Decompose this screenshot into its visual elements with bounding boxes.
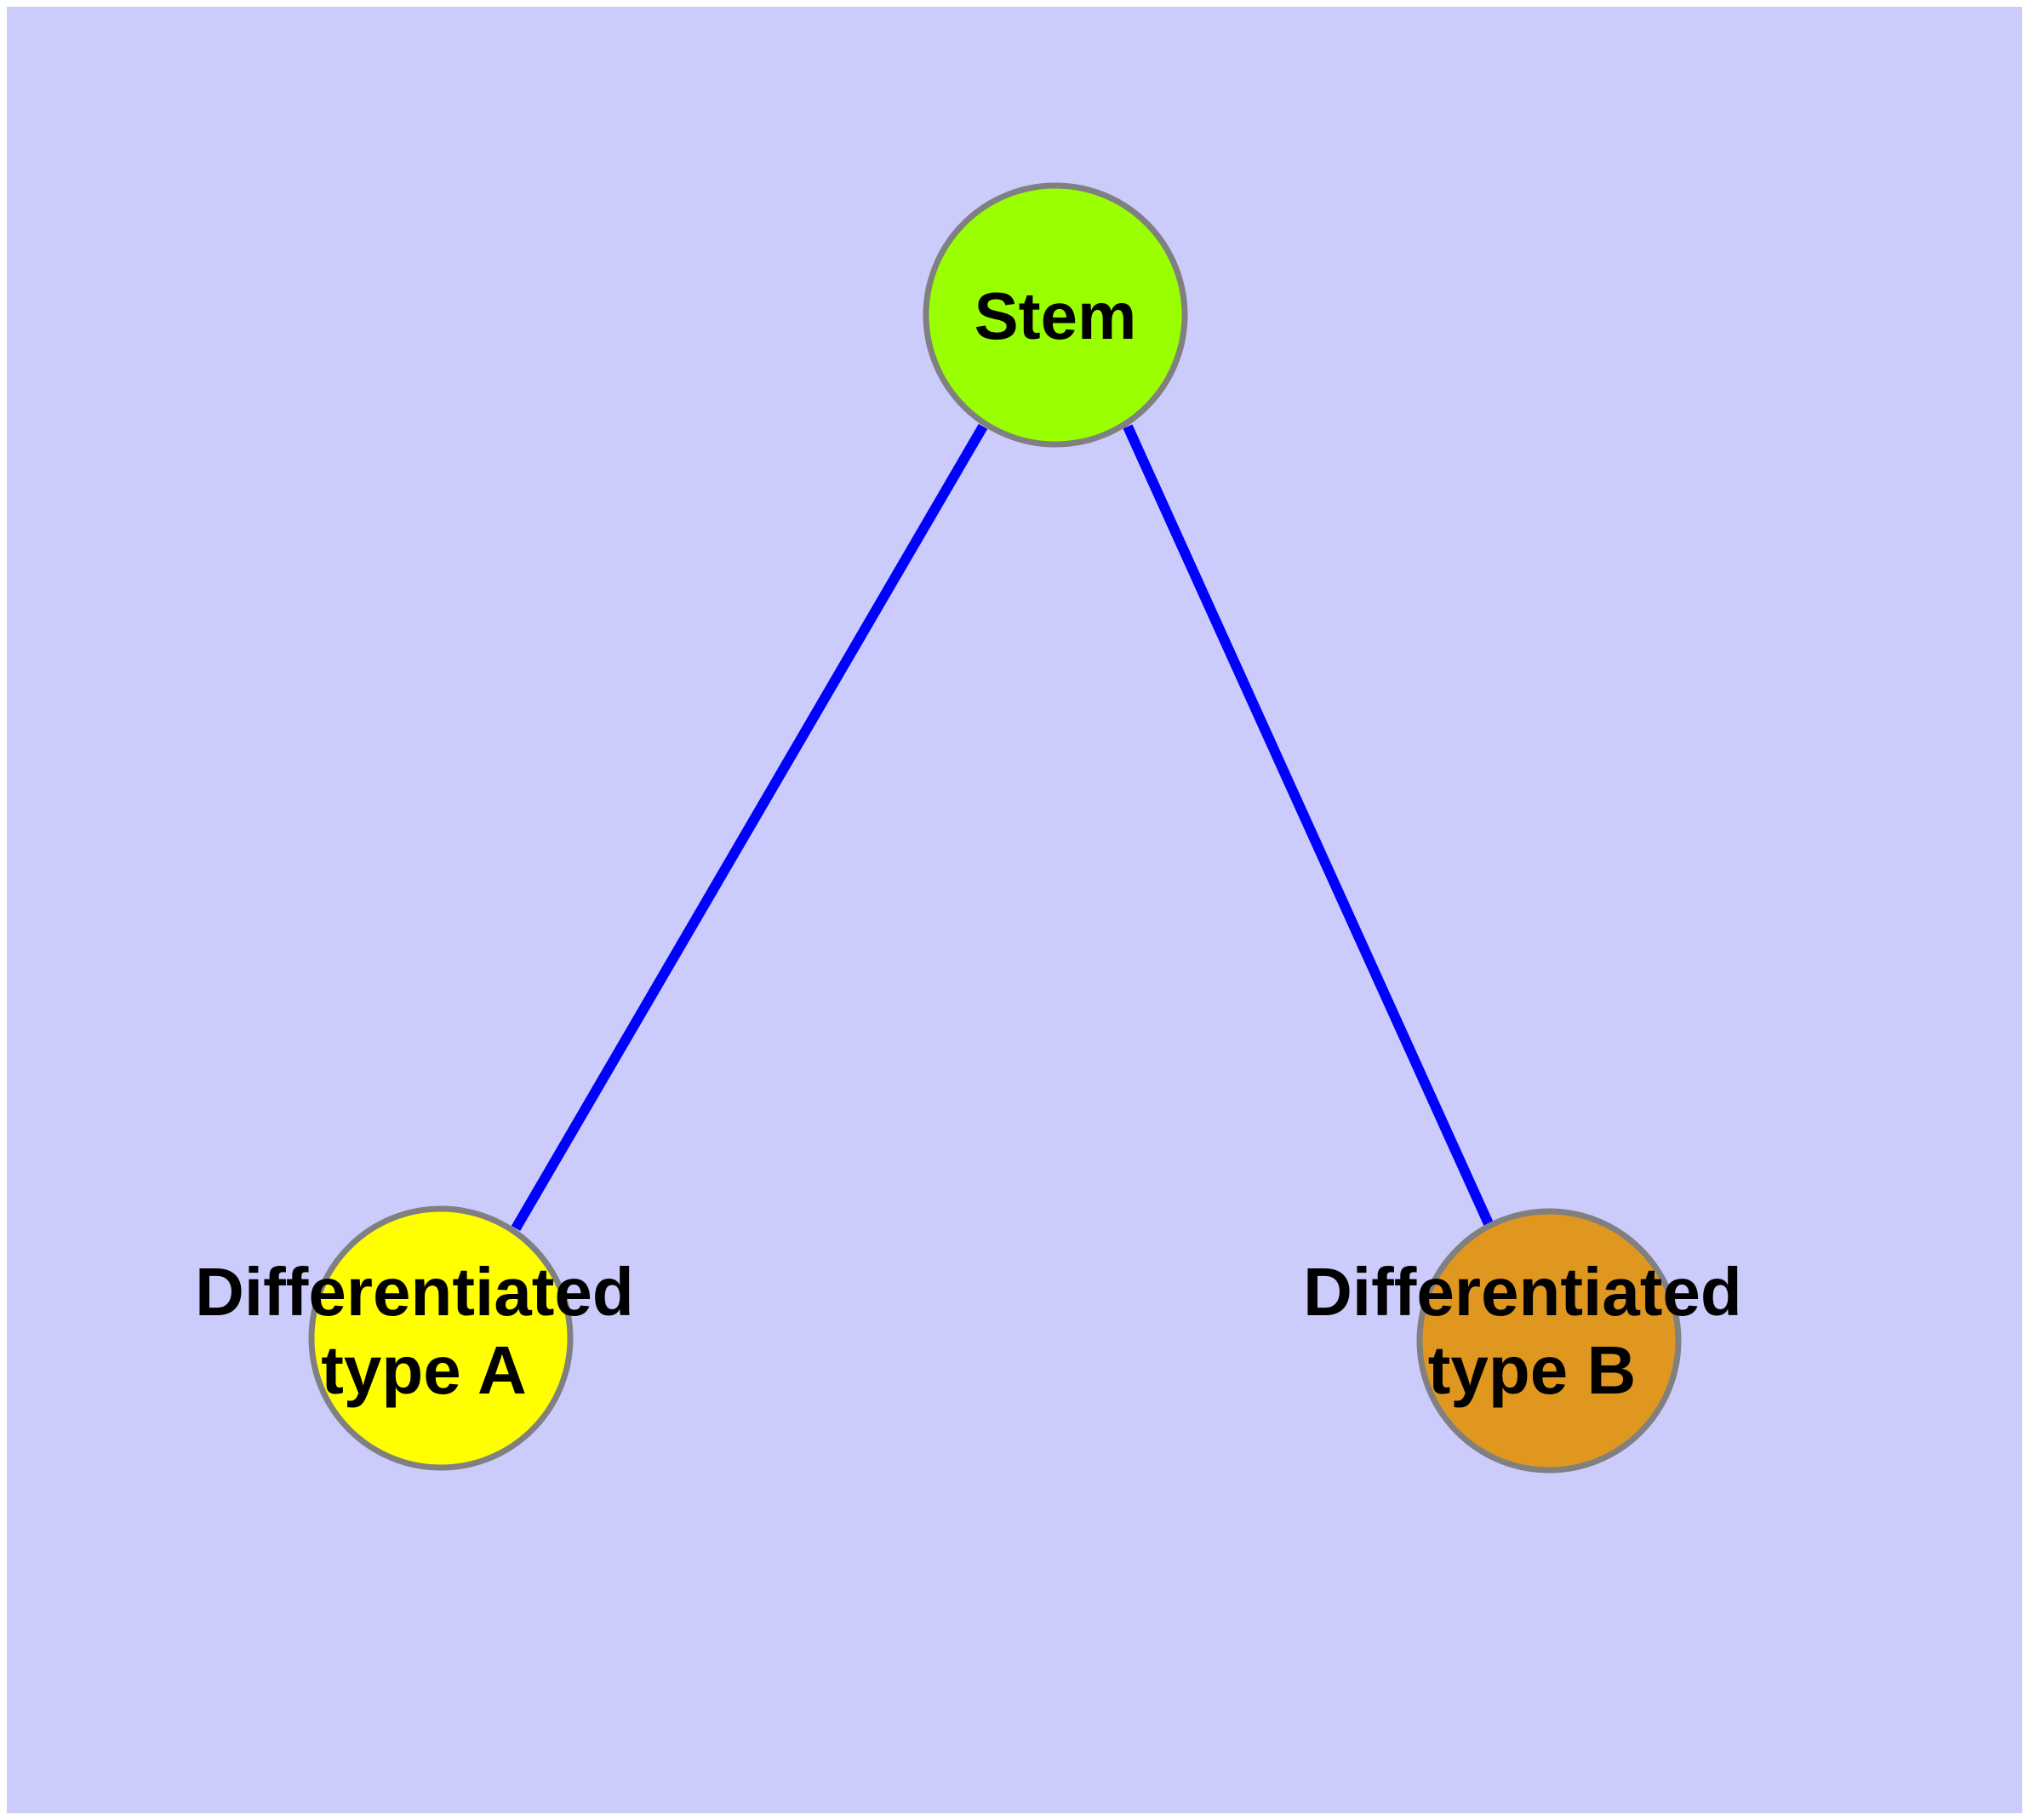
node-differentiated-type-b-circle[interactable] — [1416, 1208, 1682, 1474]
node-differentiated-type-b-label: Differentiated type B — [1303, 1254, 1761, 1408]
node-differentiated-type-a[interactable]: Differentiated type A — [195, 1205, 653, 1471]
node-stem-label-line-1: Stem — [974, 278, 1137, 353]
node-stem-circle[interactable] — [923, 182, 1188, 448]
edge-stem-to-differentiated-type-a[interactable] — [511, 423, 988, 1232]
node-layer: Stem Differentiated type A Differentiate… — [195, 182, 1761, 1474]
node-differentiated-type-b-label-line-1: Differentiated — [1303, 1254, 1742, 1330]
node-stem-label: Stem — [974, 278, 1137, 353]
node-differentiated-type-a-label-line-2: type A — [321, 1332, 527, 1408]
node-differentiated-type-a-label: Differentiated type A — [195, 1254, 653, 1408]
node-differentiated-type-a-label-line-1: Differentiated — [195, 1254, 634, 1330]
node-differentiated-type-b[interactable]: Differentiated type B — [1303, 1208, 1761, 1474]
edge-stem-to-differentiated-type-b[interactable] — [1123, 424, 1495, 1230]
edge-layer — [511, 423, 1495, 1232]
node-differentiated-type-b-label-line-2: type B — [1428, 1332, 1637, 1408]
node-stem[interactable]: Stem — [923, 182, 1188, 448]
node-differentiated-type-a-circle[interactable] — [308, 1205, 574, 1471]
